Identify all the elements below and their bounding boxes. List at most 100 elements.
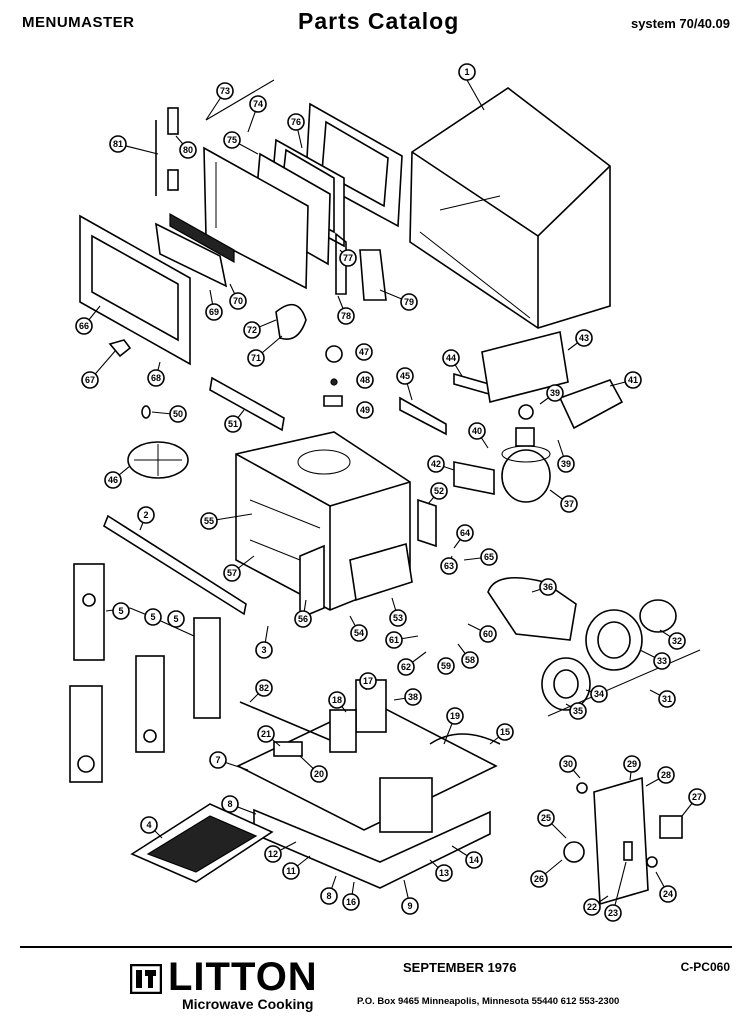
callout-4: 4 (140, 816, 158, 834)
callout-64: 64 (456, 524, 474, 542)
svg-text:71: 71 (251, 353, 261, 363)
callout-44: 44 (442, 349, 460, 367)
latch-parts (275, 232, 387, 407)
svg-text:59: 59 (441, 661, 451, 671)
callout-5b: 5 (144, 608, 162, 626)
svg-text:67: 67 (85, 375, 95, 385)
svg-text:48: 48 (360, 375, 370, 385)
svg-text:68: 68 (151, 373, 161, 383)
svg-text:52: 52 (434, 486, 444, 496)
svg-text:29: 29 (627, 759, 637, 769)
svg-text:30: 30 (563, 759, 573, 769)
callout-71: 71 (247, 349, 265, 367)
svg-text:20: 20 (314, 769, 324, 779)
callout-66: 66 (75, 317, 93, 335)
svg-text:73: 73 (220, 86, 230, 96)
callout-67: 67 (81, 371, 99, 389)
svg-text:76: 76 (291, 117, 301, 127)
callout-11: 11 (282, 862, 300, 880)
svg-text:50: 50 (173, 409, 183, 419)
svg-text:42: 42 (431, 459, 441, 469)
callout-65: 65 (480, 548, 498, 566)
svg-text:38: 38 (408, 692, 418, 702)
publish-date: SEPTEMBER 1976 (403, 960, 517, 975)
callout-79: 79 (400, 293, 418, 311)
svg-text:45: 45 (400, 371, 410, 381)
callout-21: 21 (257, 725, 275, 743)
callout-42: 42 (427, 455, 445, 473)
svg-text:54: 54 (354, 628, 364, 638)
callout-57: 57 (223, 564, 241, 582)
svg-text:82: 82 (259, 683, 269, 693)
svg-text:23: 23 (608, 908, 618, 918)
door-assembly (79, 107, 235, 366)
callout-17: 17 (359, 672, 377, 690)
callout-24: 24 (659, 885, 677, 903)
svg-text:24: 24 (663, 889, 673, 899)
svg-text:40: 40 (472, 426, 482, 436)
callout-33: 33 (653, 652, 671, 670)
callout-81: 81 (109, 135, 127, 153)
callout-5a: 5 (112, 602, 130, 620)
callout-25: 25 (537, 809, 555, 827)
callout-7: 7 (209, 751, 227, 769)
oven-cavity (235, 431, 413, 620)
svg-text:66: 66 (79, 321, 89, 331)
callout-35: 35 (569, 702, 587, 720)
callout-32: 32 (668, 632, 686, 650)
svg-text:21: 21 (261, 729, 271, 739)
callout-3: 3 (255, 641, 273, 659)
svg-text:5: 5 (118, 606, 123, 616)
svg-text:13: 13 (439, 868, 449, 878)
callout-26: 26 (530, 870, 548, 888)
callout-8a: 8 (221, 795, 239, 813)
callout-5c: 5 (167, 610, 185, 628)
logo-wordmark: LITTON (168, 955, 318, 999)
stirrer-cover (127, 405, 189, 479)
logo-tagline: Microwave Cooking (182, 996, 314, 1012)
callout-59: 59 (437, 657, 455, 675)
svg-text:70: 70 (233, 296, 243, 306)
svg-text:78: 78 (341, 311, 351, 321)
svg-text:57: 57 (227, 568, 237, 578)
callout-20: 20 (310, 765, 328, 783)
svg-text:56: 56 (298, 614, 308, 624)
callout-48: 48 (356, 371, 374, 389)
callout-28: 28 (657, 766, 675, 784)
callout-36: 36 (539, 578, 557, 596)
part-callouts: 1 2 3 4 5 5 5 5 7 8 8 9 11 12 13 14 15 1… (75, 63, 706, 922)
callout-63: 63 (440, 557, 458, 575)
callout-22: 22 (583, 898, 601, 916)
litton-logo-icon (130, 964, 162, 994)
callout-80: 80 (179, 141, 197, 159)
callout-68: 68 (147, 369, 165, 387)
svg-text:55: 55 (204, 516, 214, 526)
callout-47: 47 (355, 343, 373, 361)
control-panels (69, 563, 221, 783)
callout-82: 82 (255, 679, 273, 697)
brackets (103, 331, 624, 616)
callout-55: 55 (200, 512, 218, 530)
svg-text:80: 80 (183, 145, 193, 155)
svg-text:79: 79 (404, 297, 414, 307)
svg-text:64: 64 (460, 528, 470, 538)
svg-text:37: 37 (564, 499, 574, 509)
callout-72: 72 (243, 321, 261, 339)
callout-29: 29 (623, 755, 641, 773)
svg-text:35: 35 (573, 706, 583, 716)
callout-53: 53 (389, 609, 407, 627)
svg-text:14: 14 (469, 855, 479, 865)
svg-text:34: 34 (594, 689, 604, 699)
callout-73: 73 (216, 82, 234, 100)
svg-text:8: 8 (326, 891, 331, 901)
callout-31: 31 (658, 690, 676, 708)
callout-38: 38 (404, 688, 422, 706)
svg-text:69: 69 (209, 307, 219, 317)
svg-text:7: 7 (215, 755, 220, 765)
callout-19: 19 (446, 707, 464, 725)
svg-text:51: 51 (228, 419, 238, 429)
svg-text:19: 19 (450, 711, 460, 721)
callout-15: 15 (496, 723, 514, 741)
callout-30: 30 (559, 755, 577, 773)
callout-1: 1 (458, 63, 476, 81)
